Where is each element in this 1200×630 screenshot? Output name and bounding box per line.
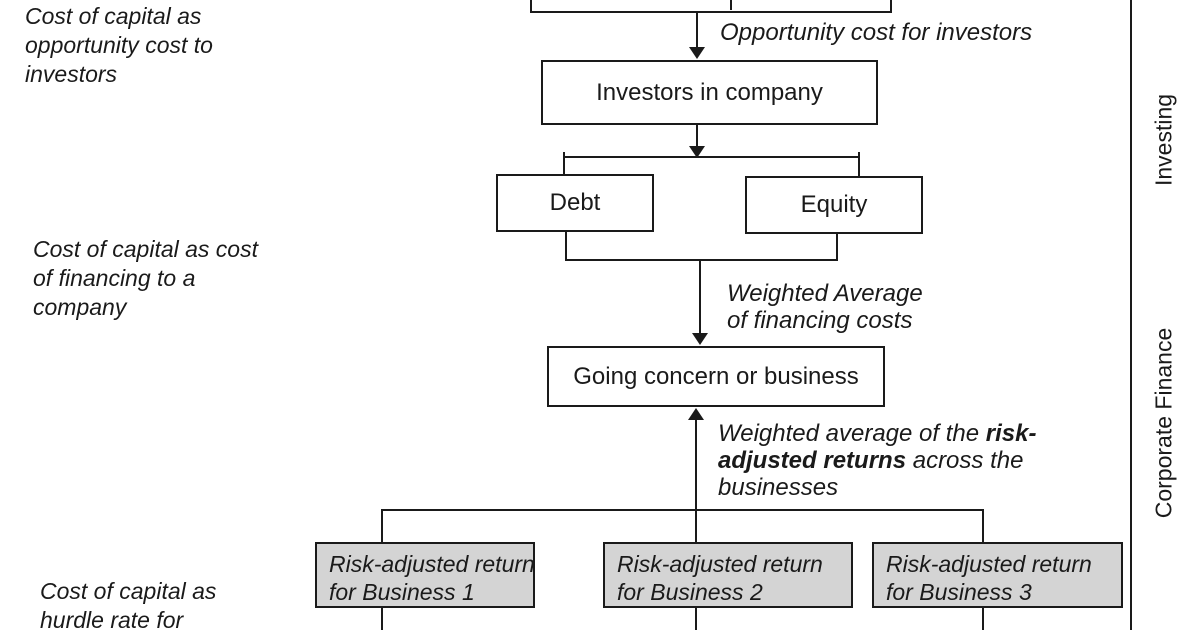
edge-label-risk-adjusted: Weighted average of the risk- adjusted r… [718,420,1036,501]
arrow-risk-head [688,408,704,420]
annotation-line: Cost of capital as cost [33,236,258,262]
connector-business3-drop [982,509,984,542]
edge-label-line: adjusted returns across the [718,447,1024,474]
connector-merge-left-tick [565,232,567,260]
arrow-wacc-stem [699,259,701,333]
node-label-line: for Business 2 [617,579,763,605]
annotation-line: Cost of capital as [25,3,202,29]
annotation-hurdle-rate: Cost of capital as hurdle rate for [40,577,216,630]
node-equity: Equity [745,176,923,234]
node-label-line: for Business 1 [329,579,475,605]
arrow-opportunity-stem [696,13,698,47]
bold-risk-text: risk- [985,420,1037,447]
annotation-line: investors [25,61,118,87]
connector-business3-tail [982,608,984,630]
node-label-line: for Business 3 [886,579,1032,605]
node-label: Investors in company [596,78,823,106]
annotation-opportunity-cost: Cost of capital as opportunity cost to i… [25,2,213,89]
arrow-split-head [689,146,705,158]
connector-business1-drop [381,509,383,542]
annotation-line: of financing to a [33,265,196,291]
annotation-line: opportunity cost to [25,32,213,58]
node-business1: Risk-adjusted return for Business 1 [315,542,535,608]
arrow-wacc-head [692,333,708,345]
connector-merge-horizontal [565,259,838,261]
edge-label-line: businesses [718,474,839,501]
connector-split-left-tick [563,152,565,174]
annotation-line: Cost of capital as [40,578,217,604]
annotation-cost-of-financing: Cost of capital as cost of financing to … [33,235,258,322]
connector-business1-tail [381,608,383,630]
section-label-investing: Investing [1150,93,1177,187]
node-business2: Risk-adjusted return for Business 2 [603,542,853,608]
edge-label-opportunity-cost: Opportunity cost for investors [720,19,1033,46]
node-label: Equity [800,191,868,218]
connector-merge-right-tick [836,234,838,260]
connector-split-horizontal [564,156,860,158]
arrow-opportunity-head [689,47,705,59]
node-label-line: Risk-adjusted return [617,551,823,577]
right-section-rule [1130,0,1132,630]
cutoff-text-descender [730,0,732,10]
bold-risk-text: adjusted returns [718,447,907,474]
connector-business2-tail [695,608,697,630]
arrow-split-stem [696,125,698,146]
edge-label-wacc: Weighted Average of financing costs [727,280,923,334]
top-cutoff-box [530,0,892,13]
node-label-line: Risk-adjusted return [329,551,535,577]
node-going-concern: Going concern or business [547,346,885,407]
node-label-line: Risk-adjusted return [886,551,1092,577]
node-debt: Debt [496,174,654,232]
arrow-risk-stem [695,420,697,542]
annotation-line: hurdle rate for [40,607,184,630]
node-investors-in-company: Investors in company [541,60,878,125]
connector-split-right-tick [858,152,860,177]
edge-label-line: of financing costs [727,307,913,334]
node-label: Going concern or business [573,362,859,390]
node-label: Debt [549,189,601,216]
connector-businesses-horizontal [381,509,984,511]
edge-label-line: Weighted Average [727,280,923,307]
annotation-line: company [33,294,127,320]
section-label-corporate-finance: Corporate Finance [1150,327,1177,519]
edge-label-line: Weighted average of the risk- [718,420,1037,447]
node-business3: Risk-adjusted return for Business 3 [872,542,1123,608]
